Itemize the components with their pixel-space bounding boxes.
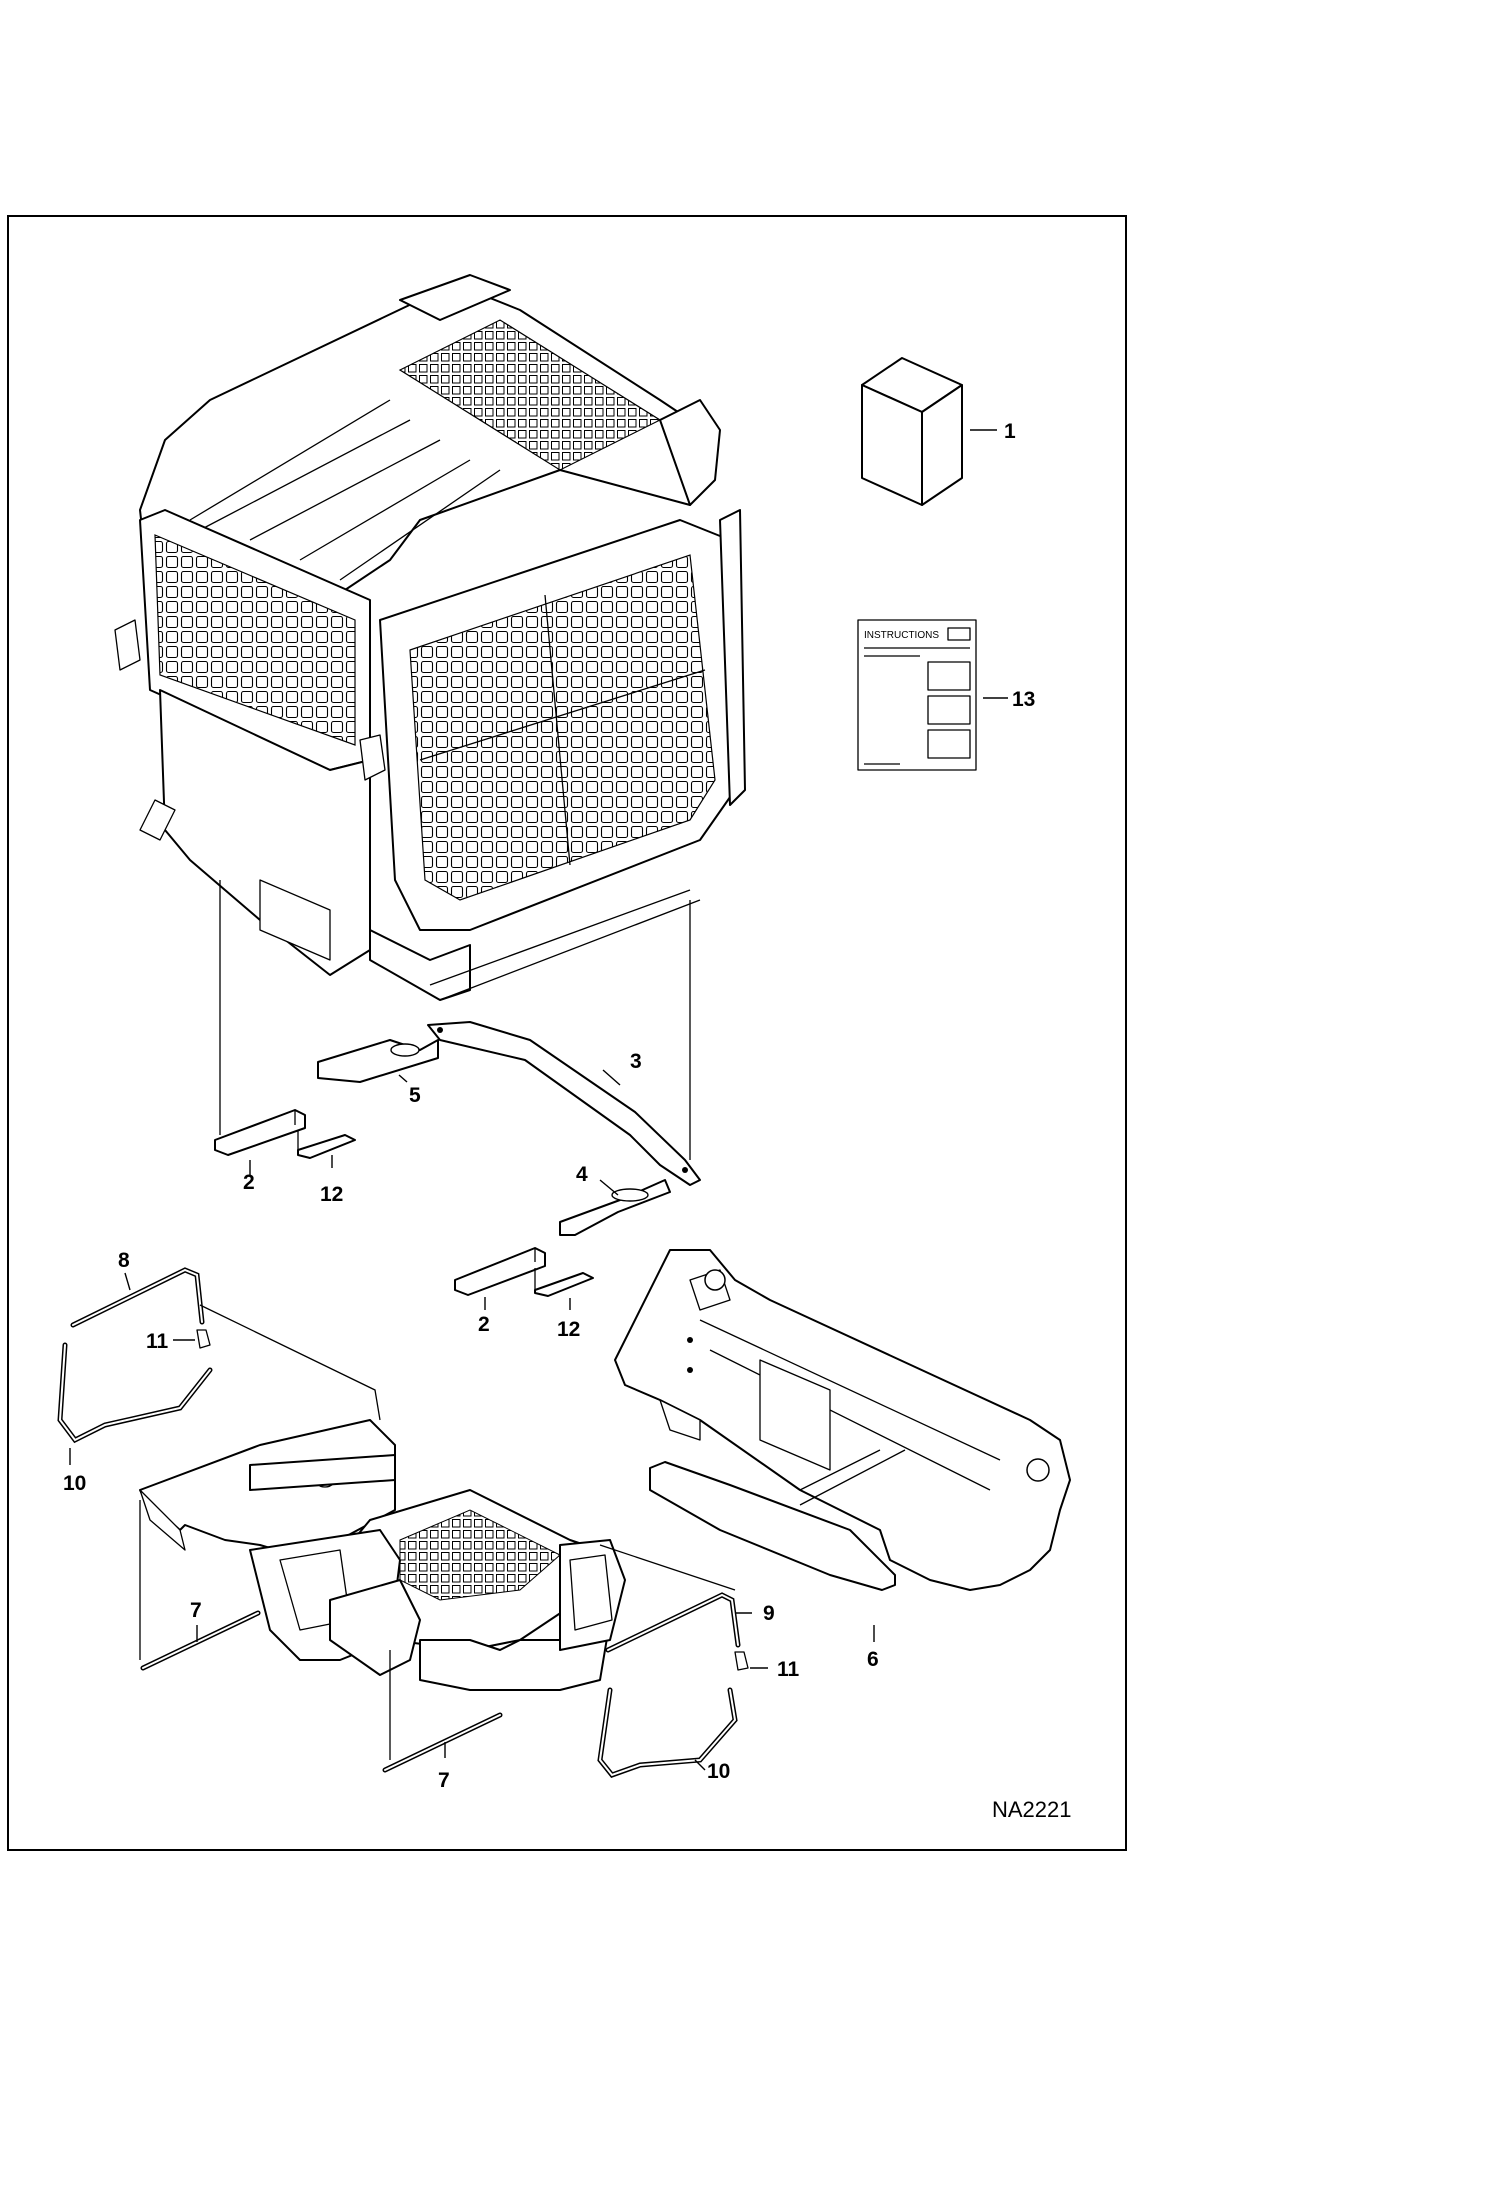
part-10-rod-lower <box>597 1687 738 1778</box>
figure-id: NA2221 <box>992 1797 1072 1822</box>
diagram-frame <box>7 215 1127 1851</box>
callout-10-lower: 10 <box>707 1760 730 1783</box>
callout-6: 6 <box>867 1648 879 1671</box>
part-12-shim-upper <box>297 1130 356 1159</box>
callout-11-lower: 11 <box>777 1658 800 1681</box>
callout-7-right: 7 <box>438 1769 450 1792</box>
lower-frame <box>614 1249 1071 1591</box>
floor-pan <box>139 1304 736 1691</box>
part-12-shim-lower <box>534 1268 594 1297</box>
callout-4: 4 <box>576 1163 588 1186</box>
part-11-clip-upper <box>196 1329 211 1349</box>
callout-3: 3 <box>630 1050 642 1073</box>
callout-labels: 1 13 3 5 2 12 4 2 12 8 11 10 7 7 9 11 10… <box>63 420 1035 1792</box>
callout-13: 13 <box>1012 688 1035 711</box>
callout-2-upper: 2 <box>243 1171 255 1194</box>
callout-9: 9 <box>763 1602 775 1625</box>
callout-5: 5 <box>409 1084 421 1107</box>
callout-12-upper: 12 <box>320 1183 343 1206</box>
callout-7-left: 7 <box>190 1599 202 1622</box>
cab-assembly <box>114 274 746 1001</box>
callout-8: 8 <box>118 1249 130 1272</box>
part-10-rod-upper <box>57 1342 213 1444</box>
part-1-box <box>861 357 963 506</box>
part-13-instructions: INSTRUCTIONS <box>857 619 977 771</box>
part-8-rod <box>70 1267 205 1328</box>
part-5-plate <box>317 1039 439 1083</box>
part-4-plate <box>559 1179 671 1236</box>
part-11-clip-lower <box>734 1651 749 1671</box>
part-2-shim-upper <box>214 1109 306 1156</box>
instructions-label: INSTRUCTIONS <box>864 630 939 641</box>
callout-12-lower: 12 <box>557 1318 580 1341</box>
part-6-strip <box>649 1461 896 1591</box>
part-3-bar <box>427 1021 701 1186</box>
part-9-rod <box>605 1592 741 1653</box>
part-7-rod-right <box>382 1712 503 1773</box>
callout-1: 1 <box>1004 420 1016 443</box>
leader-lines <box>69 429 1008 1771</box>
part-2-shim-lower <box>454 1247 546 1296</box>
callout-2-lower: 2 <box>478 1313 490 1336</box>
callout-10-upper: 10 <box>63 1472 86 1495</box>
callout-11-upper: 11 <box>146 1330 169 1353</box>
part-7-rod-left <box>140 1610 261 1671</box>
